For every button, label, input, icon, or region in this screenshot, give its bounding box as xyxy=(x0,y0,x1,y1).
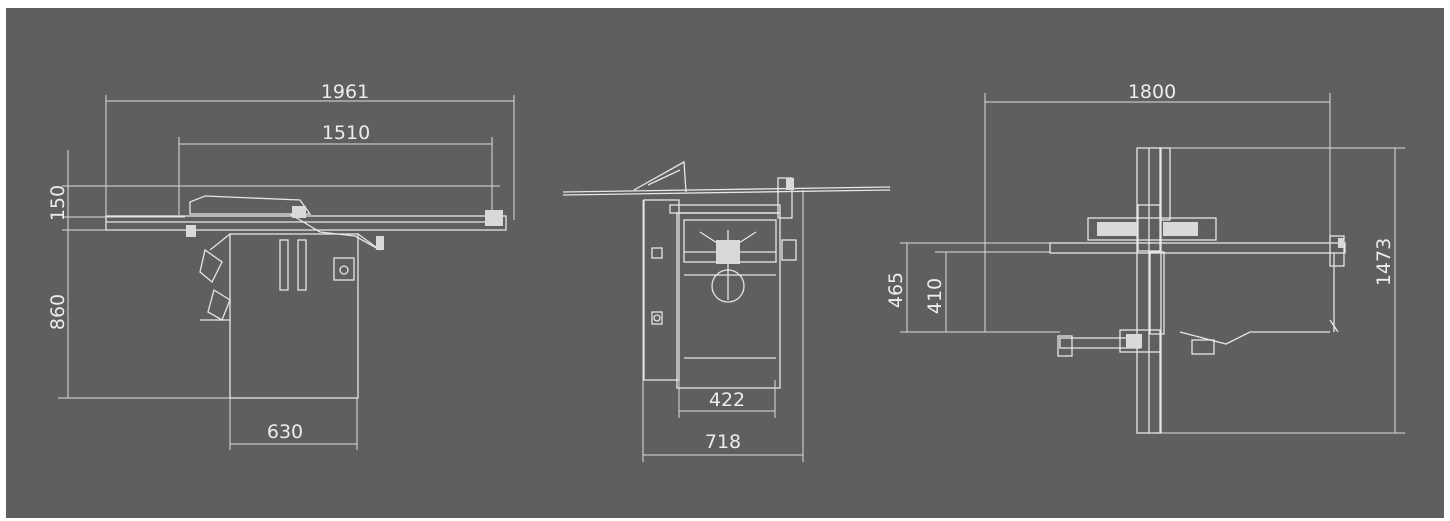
dimension-label-1800: 1800 xyxy=(1128,81,1176,103)
side-view-machine xyxy=(105,195,507,399)
dimension-label-1961: 1961 xyxy=(321,81,369,103)
dimension-label-718: 718 xyxy=(705,431,741,453)
dimension-top-depth-partial: 465 410 xyxy=(885,242,1060,333)
front-view: 422 718 xyxy=(562,160,891,462)
front-view-machine xyxy=(562,160,891,389)
dimension-label-422: 422 xyxy=(709,389,745,411)
dimension-label-1473: 1473 xyxy=(1373,238,1395,286)
dimension-label-860: 860 xyxy=(47,294,69,330)
dimension-overall-length: 1961 xyxy=(105,81,515,230)
dimension-label-465: 465 xyxy=(885,272,907,308)
dimension-label-150: 150 xyxy=(47,185,69,221)
dimension-label-630: 630 xyxy=(267,421,303,443)
dimension-overall-width: 718 xyxy=(642,190,804,462)
side-view: 1961 1510 150 860 630 xyxy=(47,81,515,450)
top-view-machine xyxy=(1049,147,1346,434)
dimension-label-410: 410 xyxy=(924,278,946,314)
dimension-table-length: 1510 xyxy=(178,122,493,215)
dimension-height: 860 xyxy=(47,150,232,399)
dimension-top-length: 1800 xyxy=(984,81,1331,332)
dimension-top-depth: 1473 xyxy=(1160,147,1405,434)
top-view: 1800 1473 465 410 xyxy=(885,81,1405,434)
dimension-inner-width: 422 xyxy=(678,380,776,418)
dimension-label-1510: 1510 xyxy=(322,122,370,144)
dimension-base-width: 630 xyxy=(229,398,358,450)
